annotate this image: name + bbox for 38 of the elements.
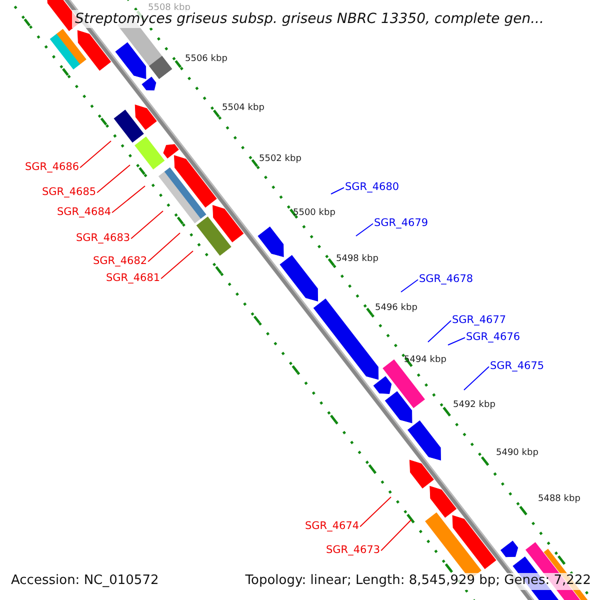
leader-line: [464, 366, 490, 390]
scale-label: 5500 kbp: [293, 208, 336, 218]
gene-label: SGR_4682: [93, 255, 148, 268]
gene-label: SGR_4673: [326, 544, 380, 556]
scale-label: 5492 kbp: [453, 400, 496, 410]
leader-line: [400, 279, 418, 292]
gene-label: SGR_4675: [490, 360, 544, 372]
gene-label: SGR_4679: [374, 217, 428, 230]
leader-line: [380, 520, 412, 552]
gene-label: SGR_4676: [466, 331, 520, 344]
leader-line: [148, 232, 180, 262]
gene-label: SGR_4678: [419, 273, 474, 286]
gene-label: SGR_4677: [452, 314, 506, 326]
scale-label: 5508 kbp: [148, 3, 190, 13]
gene-label: SGR_4674: [305, 520, 360, 532]
leader-line: [112, 186, 146, 214]
gene-label: SGR_4681: [106, 272, 160, 284]
leader-line: [330, 187, 344, 194]
scale-label: 5498 kbp: [336, 254, 378, 264]
scale-label: 5506 kbp: [185, 54, 228, 64]
gene-label: SGR_4683: [76, 232, 130, 244]
gene-label: SGR_4684: [57, 206, 112, 218]
scale-label: 5488 kbp: [538, 494, 580, 504]
scale-label: 5496 kbp: [375, 303, 418, 314]
leader-line: [448, 337, 466, 346]
leader-line: [80, 140, 112, 168]
scale-label: 5504 kbp: [222, 103, 264, 114]
gene-label: SGR_4685: [42, 186, 96, 198]
gene-label: SGR_4686: [25, 161, 80, 174]
scale-label: 5502 kbp: [259, 154, 302, 164]
leader-line: [360, 496, 392, 528]
leader-line: [96, 164, 130, 194]
gene-label: SGR_4680: [345, 181, 400, 194]
leader-line: [160, 250, 194, 280]
leader-line: [356, 223, 374, 236]
leader-line: [130, 210, 164, 240]
scale-label: 5490 kbp: [496, 448, 538, 458]
leader-line: [428, 320, 452, 342]
